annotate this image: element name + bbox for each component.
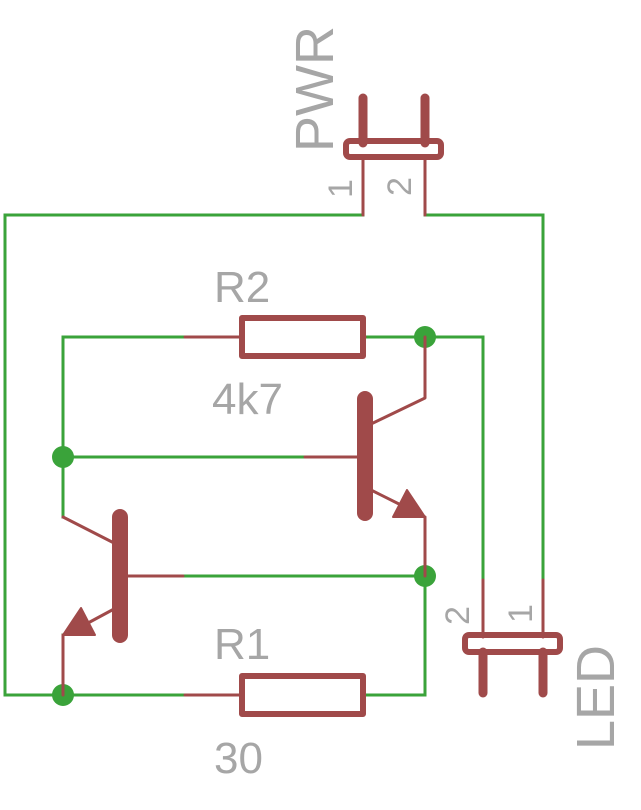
- pwr-body: [343, 138, 444, 160]
- pwr-label: PWR: [285, 26, 345, 152]
- led-body: [462, 632, 563, 655]
- led-connector[interactable]: 2 1 LED: [439, 578, 626, 750]
- resistor-r1[interactable]: R1 30: [183, 620, 366, 783]
- r1-body: [239, 673, 366, 717]
- pwr-pin2-label: 2: [381, 177, 419, 196]
- r1-value-label: 30: [214, 734, 263, 783]
- r2-value-label: 4k7: [212, 375, 283, 424]
- pwr-pin1-label: 1: [322, 179, 360, 198]
- r2-body: [239, 315, 366, 359]
- resistor-r2[interactable]: R2 4k7: [183, 263, 367, 424]
- q2-emitter-lead: [369, 488, 401, 506]
- q2-emitter-arrow: [392, 489, 426, 518]
- pwr-connector[interactable]: PWR 1 2: [285, 26, 444, 217]
- wire-q1-emitter-to-node: [61, 633, 187, 697]
- q1-emitter-arrow: [62, 607, 96, 636]
- transistor-q1[interactable]: [61, 509, 185, 697]
- r1-name-label: R1: [214, 620, 270, 669]
- q1-emitter-lead: [86, 607, 116, 625]
- wire-r2-left-to-q2-base: [61, 335, 187, 459]
- q2-collector-lead: [369, 335, 427, 426]
- led-pin1-label: 1: [502, 604, 540, 623]
- transistor-q2[interactable]: [303, 335, 427, 578]
- led-pin2-label: 2: [439, 606, 477, 625]
- r2-name-label: R2: [214, 263, 270, 312]
- wire-pwr1-to-left-rail: [3, 188, 365, 697]
- led-label: LED: [566, 645, 626, 750]
- wire-r1-right-to-node: [363, 574, 427, 697]
- junction-dot: [52, 446, 74, 468]
- q1-collector-lead: [61, 515, 116, 545]
- wire-r2-right-to-led2: [363, 335, 485, 582]
